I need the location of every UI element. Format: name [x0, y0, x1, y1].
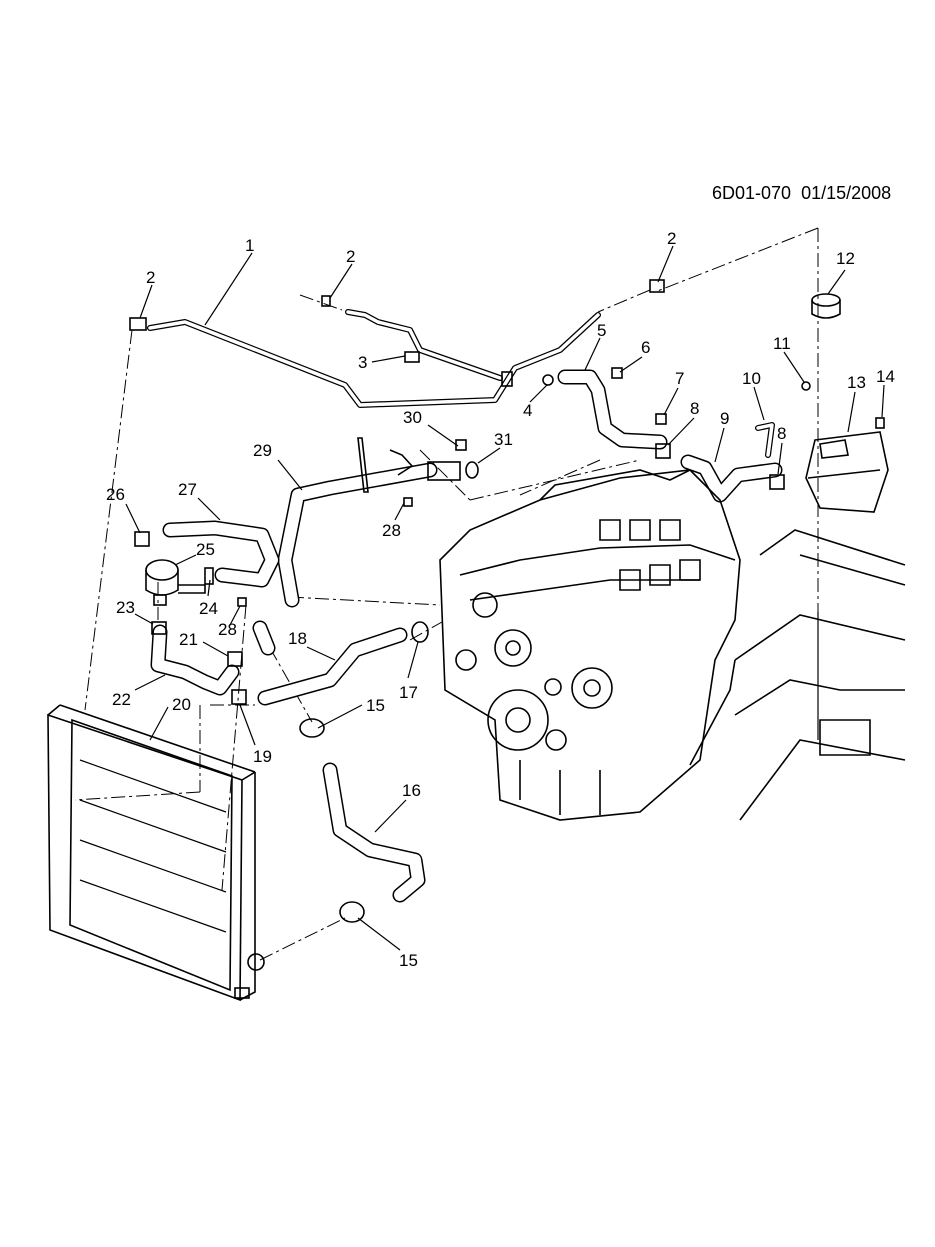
callout-8: 8: [690, 399, 699, 418]
callout-16: 16: [402, 781, 421, 800]
callout-9: 9: [720, 409, 729, 428]
clamp-icon: [151, 621, 167, 635]
callout-14: 14: [876, 367, 895, 386]
drawing-code-number: 6D01-070: [712, 183, 792, 203]
engine: [439, 469, 741, 821]
clamp-icon: [769, 474, 785, 490]
clamp-icon: [649, 279, 665, 293]
clip-icon: [501, 371, 513, 387]
assembly-lines: [74, 227, 819, 961]
callout-26: 26: [106, 485, 125, 504]
callout-12: 12: [836, 249, 855, 268]
o-ring-icon: [542, 374, 554, 386]
engine-icon: [439, 469, 741, 821]
callout-27: 27: [178, 480, 197, 499]
clamp-icon: [321, 295, 331, 307]
clamp-icon: [411, 621, 429, 643]
drawing-date: 01/15/2008: [801, 183, 892, 203]
surge-tank-icon: [805, 431, 889, 513]
callout-7: 7: [675, 369, 684, 388]
hose-27: [134, 520, 280, 588]
callout-2: 2: [667, 229, 676, 248]
o-ring-icon: [465, 461, 479, 479]
clip-icon: [404, 351, 420, 363]
callout-30: 30: [403, 408, 422, 427]
radiator: [47, 704, 265, 1002]
callout-15: 15: [399, 951, 418, 970]
bolt-icon: [403, 497, 413, 507]
callout-20: 20: [172, 695, 191, 714]
hose-18: [252, 620, 429, 706]
callout-1: 1: [245, 236, 254, 255]
clamps: [129, 279, 665, 331]
clamp-icon: [231, 689, 247, 705]
clamp-icon: [339, 901, 365, 923]
callout-2: 2: [146, 268, 155, 287]
drawing-code: 6D01-070 01/15/2008: [712, 183, 891, 204]
callout-25: 25: [196, 540, 215, 559]
clamp-icon: [299, 718, 325, 738]
callout-3: 3: [358, 353, 367, 372]
hose-5: [542, 367, 668, 450]
clamp-icon: [227, 651, 243, 667]
callout-19: 19: [253, 747, 272, 766]
callout-4: 4: [523, 401, 532, 420]
callout-24: 24: [199, 599, 218, 618]
bolt-icon: [655, 413, 667, 425]
callout-21: 21: [179, 630, 198, 649]
auxiliary-pump-icon: [145, 559, 179, 581]
bracket-icon: [204, 567, 214, 585]
surge-tank: [805, 293, 889, 513]
callout-22: 22: [112, 690, 131, 709]
callout-28: 28: [382, 521, 401, 540]
cap-icon: [811, 293, 841, 307]
bolt-icon: [611, 367, 623, 379]
callout-2: 2: [346, 247, 355, 266]
callout-15: 15: [366, 696, 385, 715]
hose-16: [299, 718, 426, 923]
callout-10: 10: [742, 369, 761, 388]
bolt-icon: [237, 597, 247, 607]
callout-29: 29: [253, 441, 272, 460]
hose-9: [655, 381, 885, 503]
callout-17: 17: [399, 683, 418, 702]
pipe-29: [277, 437, 479, 608]
clamp-icon: [655, 443, 671, 459]
callout-6: 6: [641, 338, 650, 357]
callout-13: 13: [847, 373, 866, 392]
callout-18: 18: [288, 629, 307, 648]
hose-22: [150, 597, 247, 705]
callout-5: 5: [597, 321, 606, 340]
clamp-icon: [134, 531, 150, 547]
callout-31: 31: [494, 430, 513, 449]
bypass-tube: [147, 309, 601, 408]
nut-icon: [801, 381, 811, 391]
callout-28: 28: [218, 620, 237, 639]
body-structure: [689, 529, 906, 821]
callout-23: 23: [116, 598, 135, 617]
callout-11: 11: [773, 334, 791, 353]
callout-labels: 1 2 2 2 3 4 5 6 7 8 8 9 10 11 12 13 14 1…: [106, 229, 895, 970]
callout-8: 8: [777, 424, 786, 443]
bolt-icon: [875, 417, 885, 429]
leader-lines: [125, 245, 885, 951]
clamp-icon: [129, 317, 147, 331]
